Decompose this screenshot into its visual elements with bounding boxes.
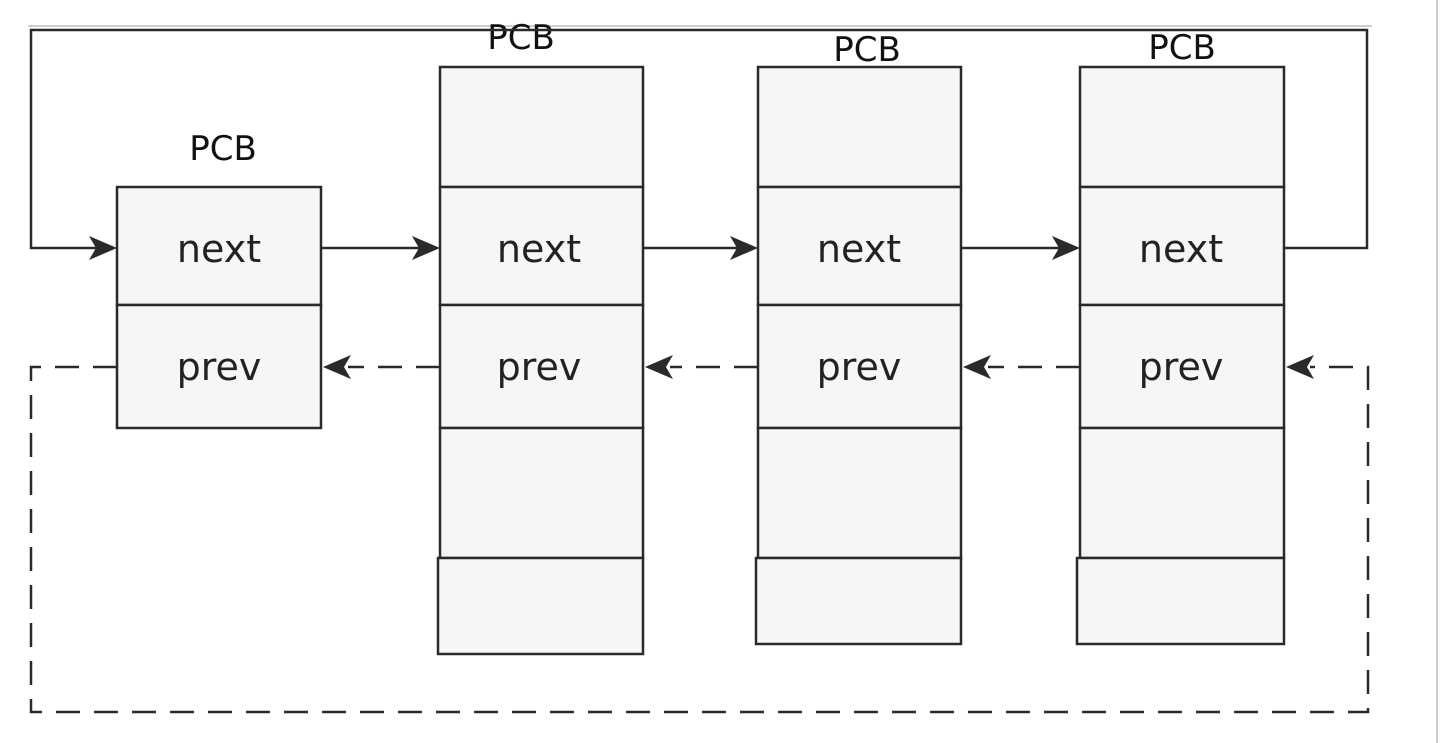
pcb-node-2-next-field (438, 185, 645, 307)
pcb-node-4: PCB next prev (1075, 28, 1286, 646)
pcb-node-2: PCB next prev (436, 18, 645, 656)
next-wraparound-line (29, 28, 1369, 250)
prev-arrowhead-to-node-2 (645, 355, 673, 379)
next-arrowhead-to-node-2 (412, 236, 440, 260)
pcb-node-4-top-field (1078, 65, 1286, 189)
pcb-node-1-title: PCB (189, 129, 257, 169)
next-arrowhead-to-node-4 (1052, 236, 1080, 260)
pcb-node-3-prev-label: prev (817, 345, 902, 389)
pcb-node-3-title: PCB (833, 30, 901, 70)
pcb-node-4-extra-field (1075, 556, 1286, 646)
pcb-node-4-next-label: next (1139, 227, 1223, 271)
pcb-node-4-bottom-field (1078, 426, 1286, 560)
pcb-node-3-next-field (756, 185, 963, 307)
next-links (29, 28, 1369, 260)
pcb-node-1-next-label: next (177, 227, 261, 271)
prev-arrowhead-to-node-3 (963, 355, 991, 379)
pcb-node-4-prev-label: prev (1139, 345, 1224, 389)
prev-arrowhead-to-node-1 (323, 355, 351, 379)
pcb-node-2-top-field (438, 65, 645, 189)
pcb-node-1-prev-label: prev (177, 345, 262, 389)
next-arrowhead-to-node-3 (730, 236, 758, 260)
prev-arrowhead-to-node-4 (1286, 355, 1314, 379)
pcb-node-2-prev-label: prev (497, 345, 582, 389)
pcb-node-2-extra-field (436, 556, 645, 656)
pcb-node-3-extra-field (754, 556, 963, 646)
pcb-node-4-next-field (1078, 185, 1286, 307)
prev-links (29, 355, 1370, 714)
pcb-node-3-next-label: next (817, 227, 901, 271)
pcb-node-3-top-field (756, 65, 963, 189)
pcb-node-3-bottom-field (756, 426, 963, 560)
pcb-node-1-next-field (115, 185, 323, 307)
pcb-node-2-bottom-field (438, 426, 645, 560)
pcb-node-2-next-label: next (497, 227, 581, 271)
pcb-node-1-prev-field (115, 303, 323, 430)
pcb-node-1: PCB next prev (115, 129, 323, 430)
pcb-node-3: PCB next prev (754, 30, 963, 646)
pcb-node-4-title: PCB (1148, 28, 1216, 68)
pcb-node-3-prev-field (756, 303, 963, 430)
pcb-node-2-title: PCB (487, 18, 555, 58)
next-arrowhead-to-node-1 (89, 236, 117, 260)
